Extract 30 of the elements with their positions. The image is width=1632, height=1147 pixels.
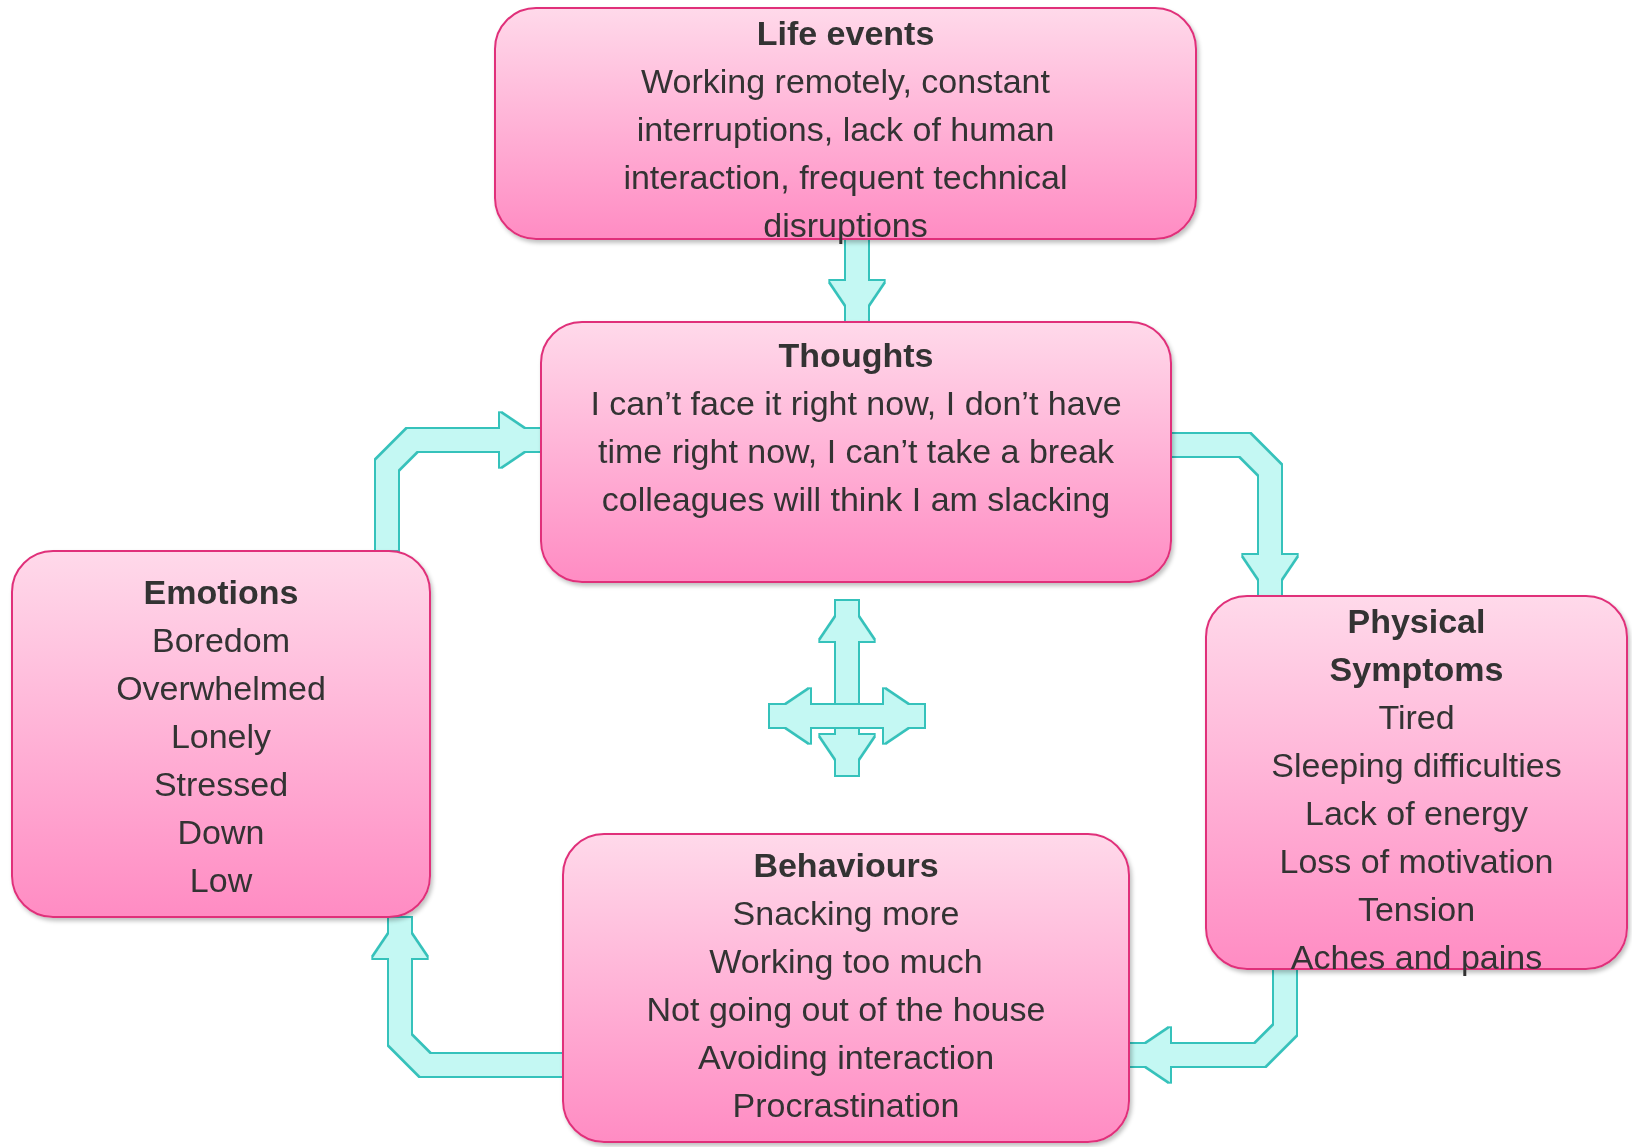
box-text: Working remotely, constant interruptions, lack of human interaction, frequent technical disruptions bbox=[622, 61, 1069, 246]
box-text: Down bbox=[177, 812, 265, 853]
box-text: Lack of energy bbox=[1305, 793, 1528, 834]
box-text: Low bbox=[189, 860, 253, 901]
block-arrow bbox=[373, 918, 562, 1076]
box-heading: Behaviours bbox=[753, 845, 939, 886]
box-heading: Physical Symptoms bbox=[1328, 601, 1505, 690]
box-text: Stressed bbox=[153, 764, 289, 805]
box-text: Boredom bbox=[152, 620, 290, 661]
box-text: Sleeping difficulties bbox=[1271, 745, 1562, 786]
box-text: Lonely bbox=[170, 716, 272, 757]
box-text: Tension bbox=[1357, 889, 1476, 930]
box-text: Working too much bbox=[709, 941, 983, 982]
box-text: Procrastination bbox=[732, 1085, 960, 1126]
rounded-box bbox=[11, 550, 431, 918]
block-arrow bbox=[820, 601, 874, 775]
box-text: Loss of motivation bbox=[1279, 841, 1554, 882]
box-text: Tired bbox=[1378, 697, 1455, 738]
box-text: Snacking more bbox=[732, 893, 960, 934]
box-heading: Emotions bbox=[143, 572, 299, 613]
rounded-box bbox=[540, 321, 1172, 583]
box-heading: Life events bbox=[756, 13, 935, 54]
box-text: Overwhelmed bbox=[116, 668, 326, 709]
box-text: Aches and pains bbox=[1290, 937, 1543, 978]
box-text: Not going out of the house bbox=[646, 989, 1046, 1030]
block-arrow bbox=[830, 240, 884, 321]
box-heading: Thoughts bbox=[778, 335, 934, 376]
rounded-box bbox=[562, 833, 1130, 1143]
box-text: I can’t face it right now, I don’t have time right now, I can’t take a break colleagues will think I am slacking bbox=[589, 383, 1123, 520]
box-text: Avoiding interaction bbox=[697, 1037, 995, 1078]
